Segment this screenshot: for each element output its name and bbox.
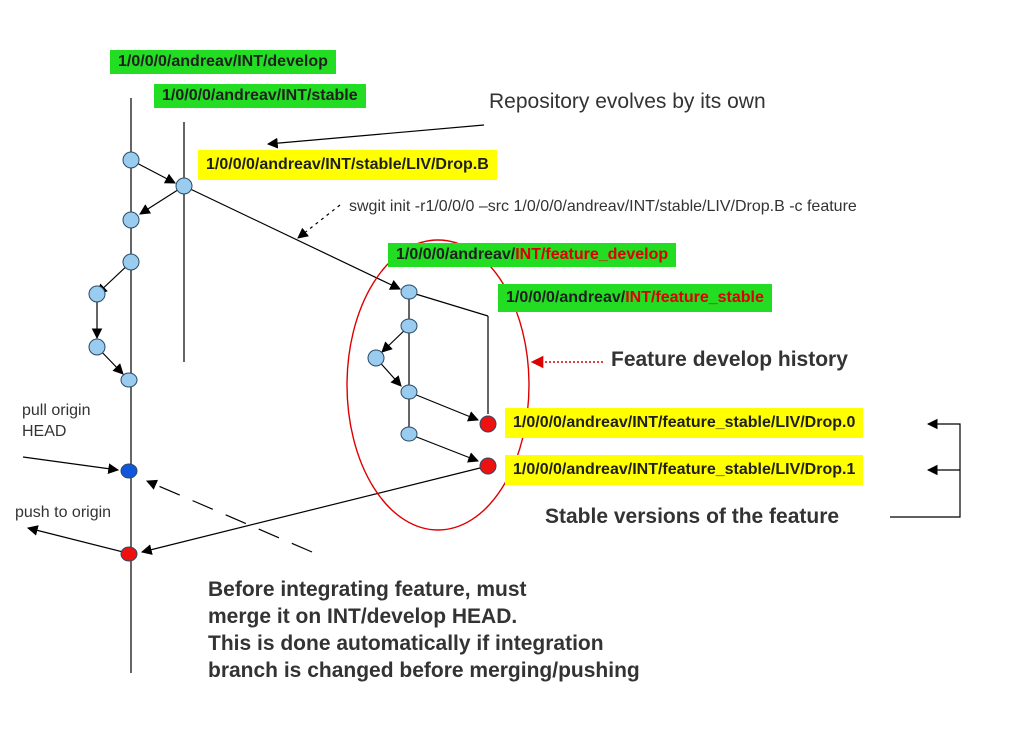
- commit-node: [175, 177, 193, 195]
- commit-node: [367, 349, 385, 367]
- feature-develop-label: 1/0/0/0/andreav/INT/feature_develop: [388, 243, 677, 267]
- push-commit-node: [120, 546, 138, 562]
- drop-1-label: 1/0/0/0/andreav/INT/feature_stable/LIV/D…: [505, 455, 864, 485]
- edge: [183, 185, 401, 290]
- feature-stable-suffix: INT/feature_stable: [625, 289, 764, 306]
- pull-origin-note-line2: HEAD: [22, 423, 67, 440]
- integration-note-line: Before integrating feature, must: [208, 578, 527, 601]
- commit-node: [88, 285, 106, 303]
- commit-nodes: [88, 151, 497, 562]
- edge: [408, 391, 480, 422]
- commit-node: [400, 384, 418, 400]
- stable-branch-label: 1/0/0/0/andreav/INT/stable: [154, 84, 366, 108]
- commit-node: [122, 211, 140, 229]
- feature-develop-prefix: 1/0/0/0/andreav/: [396, 246, 516, 263]
- push-origin-note: push to origin: [15, 504, 112, 521]
- feature-stable-prefix: 1/0/0/0/andreav/: [506, 289, 626, 306]
- repo-evolves-arrow: [266, 124, 485, 149]
- develop-branch-label: 1/0/0/0/andreav/INT/develop: [110, 50, 336, 74]
- drop-0-commit-node: [479, 415, 497, 433]
- feature-history-note: Feature develop history: [611, 348, 848, 371]
- edge: [140, 465, 489, 555]
- commit-node: [400, 318, 418, 334]
- edge: [139, 185, 185, 215]
- drop-b-label: 1/0/0/0/andreav/INT/stable/LIV/Drop.B: [198, 150, 497, 180]
- stable-versions-note: Stable versions of the feature: [545, 505, 840, 528]
- commit-node: [400, 284, 418, 300]
- edge: [408, 291, 489, 317]
- drop-0-label: 1/0/0/0/andreav/INT/feature_stable/LIV/D…: [505, 408, 864, 438]
- feature-stable-label: 1/0/0/0/andreav/INT/feature_stable: [498, 284, 772, 312]
- swgit-arrow: [297, 204, 341, 239]
- pull-arrow: [22, 456, 120, 475]
- feature-ellipse: [346, 239, 530, 531]
- integration-note-line: This is done automatically if integratio…: [208, 632, 604, 655]
- head-commit-node: [120, 463, 138, 479]
- commit-node: [400, 426, 418, 442]
- push-arrow: [26, 525, 132, 555]
- edge: [408, 433, 480, 463]
- feature-develop-suffix: INT/feature_develop: [515, 246, 669, 263]
- integration-note-line: merge it on INT/develop HEAD.: [208, 605, 518, 628]
- swgit-command-note: swgit init -r1/0/0/0 –src 1/0/0/0/andrea…: [349, 198, 857, 215]
- integration-note: Before integrating feature, must merge i…: [208, 576, 640, 684]
- dashed-merge-arrow: [146, 479, 313, 553]
- integration-note-line: branch is changed before merging/pushing: [208, 659, 640, 682]
- commit-node: [122, 151, 140, 169]
- drop-1-commit-node: [479, 457, 497, 475]
- commit-node: [122, 253, 140, 271]
- commit-node: [120, 372, 138, 388]
- commit-node: [88, 338, 106, 356]
- repo-evolves-note: Repository evolves by its own: [489, 90, 766, 113]
- pull-origin-note-line1: pull origin: [22, 402, 91, 419]
